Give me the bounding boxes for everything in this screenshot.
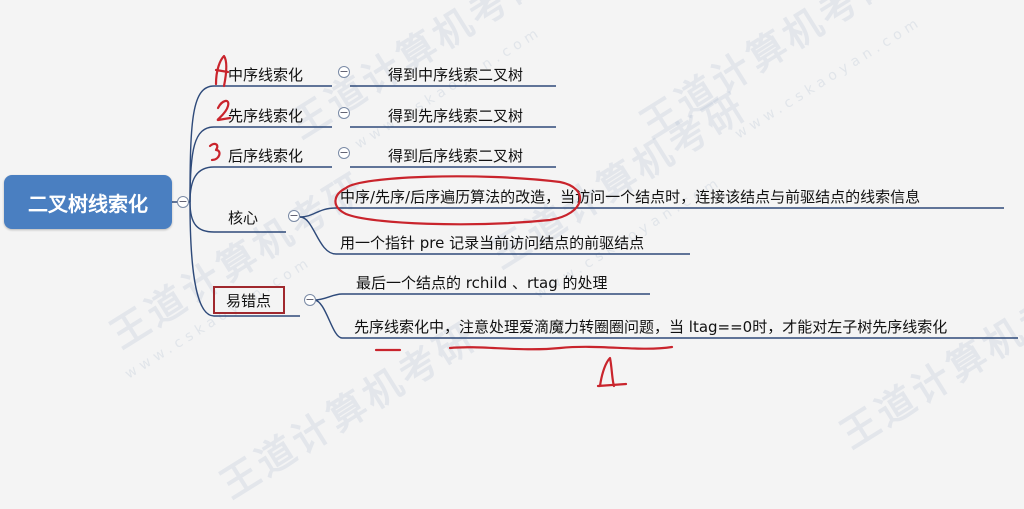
leaf-pitfall-2[interactable]: 先序线索化中，注意处理爱滴魔力转圈圈问题，当 ltag==0时，才能对左子树先序… <box>354 318 948 336</box>
collapse-icon[interactable]: − <box>304 293 316 306</box>
leaf-inorder[interactable]: 得到中序线索二叉树 <box>388 66 524 84</box>
leaf-postorder[interactable]: 得到后序线索二叉树 <box>388 147 524 165</box>
leaf-preorder[interactable]: 得到先序线索二叉树 <box>388 107 524 125</box>
highlight-box <box>213 286 285 314</box>
leaf-core-1[interactable]: 中序/先序/后序遍历算法的改造，当访问一个结点时，连接该结点与前驱结点的线索信息 <box>340 188 921 206</box>
collapse-icon[interactable]: − <box>288 209 300 222</box>
leaf-core-2[interactable]: 用一个指针 pre 记录当前访问结点的前驱结点 <box>340 234 645 252</box>
collapse-icon[interactable]: − <box>177 195 189 208</box>
collapse-icon[interactable]: − <box>338 106 350 119</box>
collapse-icon[interactable]: − <box>338 146 350 159</box>
leaf-pitfall-1[interactable]: 最后一个结点的 rchild 、rtag 的处理 <box>356 274 608 292</box>
branch-pitfalls[interactable]: 易错点 <box>226 292 272 310</box>
root-node[interactable]: 二叉树线索化 <box>4 175 172 229</box>
branch-postorder[interactable]: 后序线索化 <box>228 147 304 165</box>
branch-inorder[interactable]: 中序线索化 <box>228 66 304 84</box>
collapse-icon[interactable]: − <box>338 65 350 78</box>
branch-preorder[interactable]: 先序线索化 <box>228 107 304 125</box>
branch-core[interactable]: 核心 <box>228 209 259 227</box>
